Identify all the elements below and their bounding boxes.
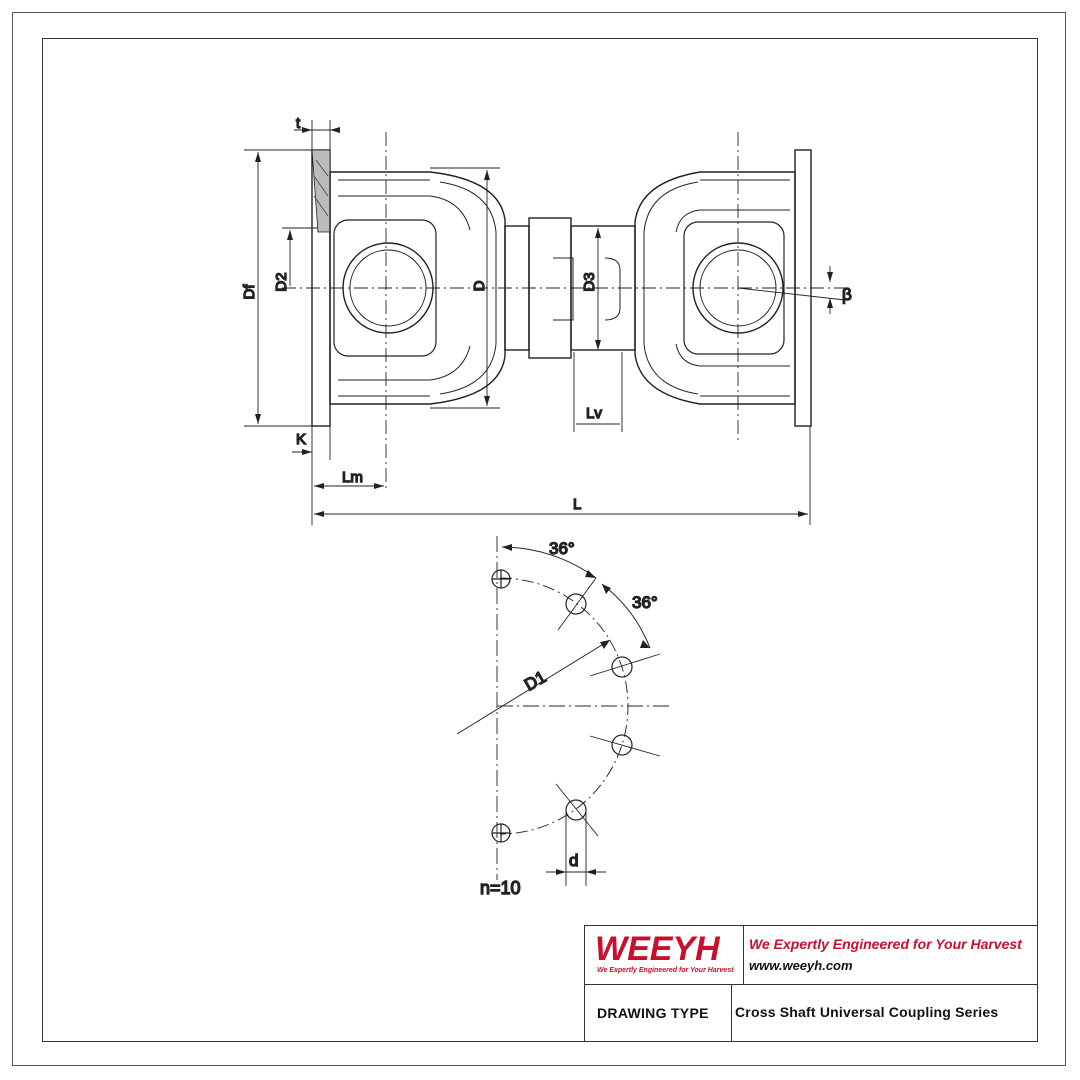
label-k: K — [296, 431, 306, 448]
website-url[interactable]: www.weeyh.com — [749, 958, 853, 973]
flange-hole-view: 36° 36° D1 d n=10 — [456, 536, 672, 899]
centre-lines — [282, 132, 850, 492]
label-df: Df — [241, 284, 258, 300]
right-yoke — [634, 171, 796, 405]
label-d2: D2 — [273, 272, 290, 291]
brand-slogan: We Expertly Engineered for Your Harvest — [749, 936, 1022, 952]
label-d-hole: d — [569, 851, 578, 870]
title-block-drawing-type: DRAWING TYPE Cross Shaft Universal Coupl… — [585, 984, 1037, 1042]
label-d1: D1 — [521, 667, 549, 694]
arrowheads — [255, 127, 833, 517]
drawing-border — [42, 38, 1038, 1042]
outer-border — [12, 12, 1066, 1066]
title-block: WEEYH We Expertly Engineered for Your Ha… — [584, 925, 1038, 1042]
label-d: D — [471, 280, 488, 291]
side-view: t Df D2 D D3 β K Lm Lv L — [240, 114, 853, 525]
title-block-header: WEEYH We Expertly Engineered for Your Ha… — [585, 926, 1037, 985]
label-angle-2: 36° — [632, 593, 658, 612]
label-lv: Lv — [586, 405, 602, 422]
bolt-holes — [491, 569, 633, 843]
label-d3: D3 — [581, 272, 598, 291]
drawing-type-value: Cross Shaft Universal Coupling Series — [735, 1004, 999, 1020]
logo-cell: WEEYH We Expertly Engineered for Your Ha… — [585, 926, 744, 984]
label-t: t — [296, 115, 301, 132]
label-beta: β — [842, 285, 852, 304]
brand-logo: WEEYH — [595, 930, 720, 968]
label-l: L — [573, 496, 581, 513]
left-yoke — [329, 171, 506, 405]
label-angle-1: 36° — [549, 539, 575, 558]
bolt-circle — [499, 577, 629, 835]
label-hole-count: n=10 — [480, 878, 521, 898]
drawing-type-label: DRAWING TYPE — [597, 1005, 709, 1021]
drawing-type-label-cell: DRAWING TYPE — [585, 984, 732, 1042]
label-lm: Lm — [342, 469, 363, 486]
logo-tagline: We Expertly Engineered for Your Harvest — [597, 967, 734, 974]
